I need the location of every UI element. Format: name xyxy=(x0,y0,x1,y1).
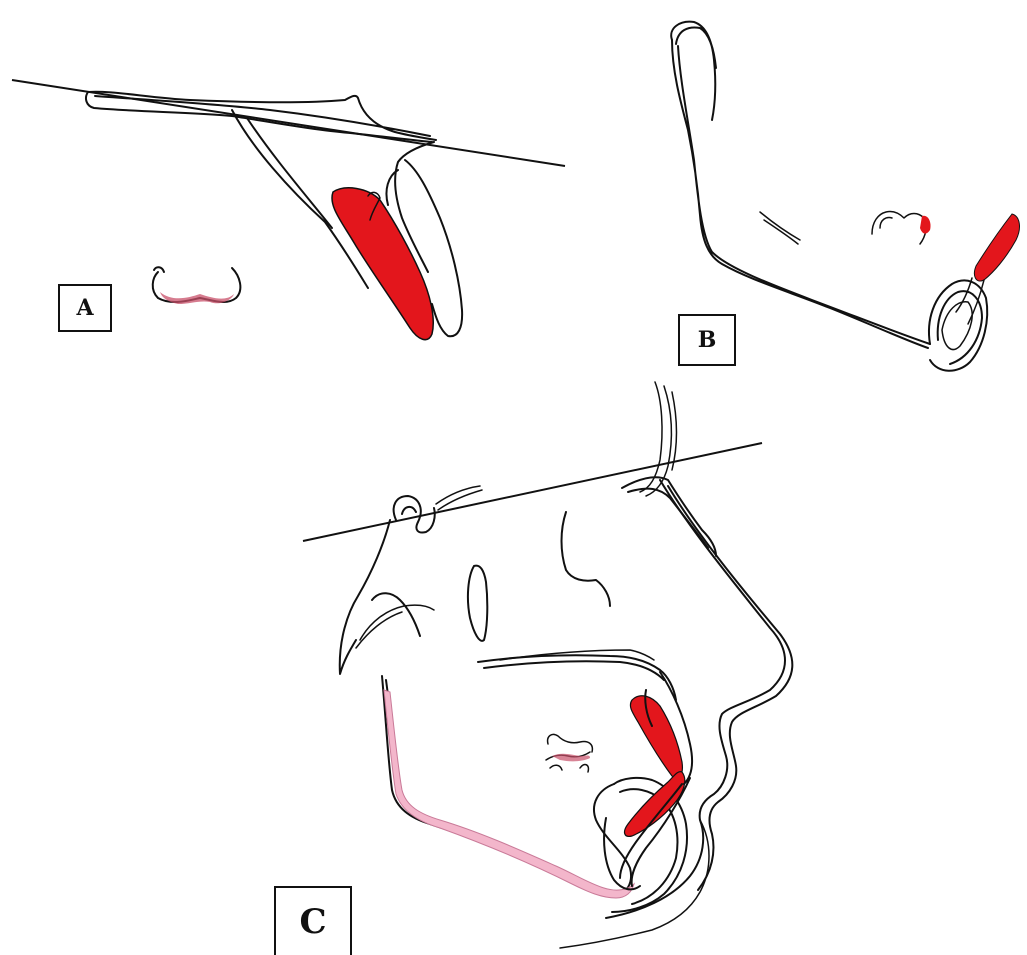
panel-b-incisor-red-highlight xyxy=(974,214,1019,281)
panel-label-b: B xyxy=(678,314,736,366)
panel-c-profile-tracing xyxy=(303,382,792,948)
panel-b-symphysis-lingual xyxy=(942,302,972,350)
panel-label-a: A xyxy=(58,284,112,332)
panel-c-condyle-outline xyxy=(356,605,434,648)
panel-a-incisor-red-highlight xyxy=(332,188,433,340)
panel-b-symphysis-outline xyxy=(929,280,987,370)
panel-b-oblique-ridge xyxy=(760,212,800,244)
panel-b-incisor-root-outline xyxy=(956,278,984,324)
panel-a-palate-outline xyxy=(86,92,436,142)
panel-c-ptm-fissure xyxy=(468,566,487,641)
panel-c-sn-reference-line xyxy=(303,443,762,541)
panel-label-c: C xyxy=(274,886,352,955)
panel-b-posterior-border xyxy=(672,40,930,348)
panel-c-molar-outline xyxy=(546,734,592,772)
panel-c-orbit-outline xyxy=(562,512,611,606)
panel-c-ramus-outline xyxy=(340,520,420,674)
panel-c-cranial-base-line xyxy=(436,486,482,510)
panel-c-mandible-change-band xyxy=(384,690,634,898)
panel-c-mandible-outline xyxy=(382,676,631,896)
panel-a-palatal-reference-line xyxy=(12,80,565,166)
panel-b-molar-highlight xyxy=(920,216,931,234)
panel-c-upper-incisor-red xyxy=(630,696,682,779)
panel-b-ramus-outline xyxy=(671,22,716,120)
panel-b-molar-outline xyxy=(872,211,926,244)
